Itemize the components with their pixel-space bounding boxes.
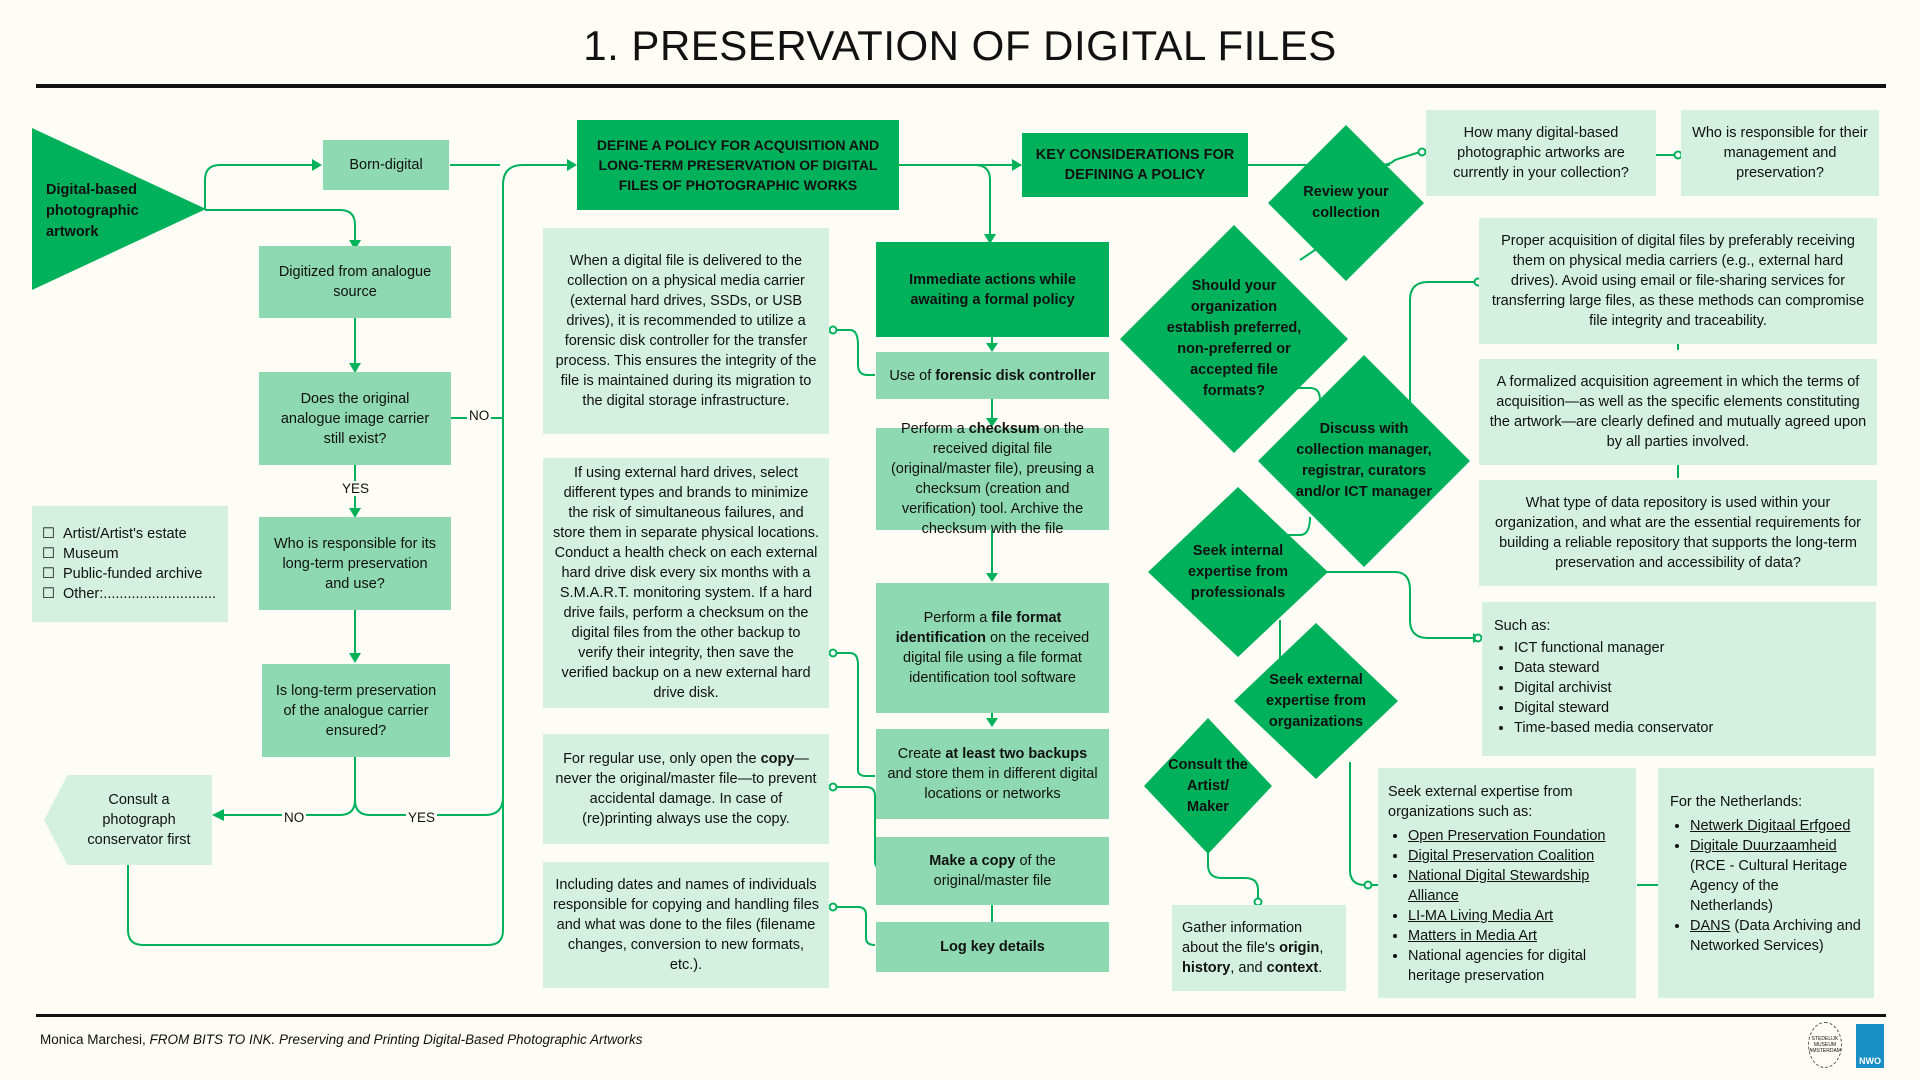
edge-label-yes-2: YES xyxy=(406,810,438,825)
owner-option[interactable]: Other:............................ xyxy=(42,584,216,604)
discuss-diamond: Discuss with collection manager, registr… xyxy=(1258,355,1470,567)
title-rule xyxy=(36,84,1886,88)
key-considerations-node: KEY CONSIDERATIONS FOR DEFINING A POLICY xyxy=(1022,133,1248,197)
role-item: Digital steward xyxy=(1514,698,1713,718)
backups-step: Create at least two backups and store th… xyxy=(876,729,1109,819)
digitized-node: Digitized from analogue source xyxy=(259,246,451,318)
owner-option[interactable]: Public-funded archive xyxy=(42,564,216,584)
acquisition-note: Proper acquisition of digital files by p… xyxy=(1479,218,1877,344)
owner-option[interactable]: Museum xyxy=(42,544,216,564)
footer-rule xyxy=(36,1014,1886,1017)
external-org-item: Open Preservation Foundation xyxy=(1408,826,1626,846)
role-item: Data steward xyxy=(1514,658,1713,678)
nwo-logo: NWO xyxy=(1856,1024,1884,1068)
external-expertise-diamond: Seek external expertise from organizatio… xyxy=(1234,623,1398,779)
make-copy-step: Make a copy of the original/master file xyxy=(876,837,1109,905)
footer-credit: Monica Marchesi, FROM BITS TO INK. Prese… xyxy=(40,1032,643,1047)
role-item: Time-based media conservator xyxy=(1514,718,1713,738)
role-item: ICT functional manager xyxy=(1514,638,1713,658)
link-digitale-duurzaamheid[interactable]: Digitale Duurzaamheid xyxy=(1690,838,1837,854)
page-title: 1. PRESERVATION OF DIGITAL FILES xyxy=(583,22,1337,69)
drives-note: If using external hard drives, select di… xyxy=(543,458,829,708)
role-item: Digital archivist xyxy=(1514,678,1713,698)
born-digital-node: Born-digital xyxy=(323,140,449,190)
log-key-details-step: Log key details xyxy=(876,922,1109,972)
link-netwerk-digitaal-erfgoed[interactable]: Netwerk Digitaal Erfgoed xyxy=(1690,818,1851,834)
forensic-note: When a digital file is delivered to the … xyxy=(543,228,829,434)
checksum-step: Perform a checksum on the received digit… xyxy=(876,421,1109,537)
forensic-disk-controller-step: Use of forensic disk controller xyxy=(876,352,1109,399)
review-collection-diamond: Review your collection xyxy=(1268,125,1424,281)
external-org-link[interactable]: Open Preservation Foundation xyxy=(1408,828,1606,844)
responsible-question: Who is responsible for its long-term pre… xyxy=(259,517,451,610)
edge-label-yes: YES xyxy=(340,481,372,496)
how-many-question: How many digital-based photographic artw… xyxy=(1426,110,1656,196)
define-policy-node: DEFINE A POLICY FOR ACQUISITION AND LONG… xyxy=(577,120,899,210)
external-org-link[interactable]: Digital Preservation Coalition xyxy=(1408,848,1595,864)
start-node: Digital-based photographic artwork xyxy=(32,128,206,290)
consult-artist-diamond: Consult the Artist/ Maker xyxy=(1144,718,1272,854)
log-note: Including dates and names of individuals… xyxy=(543,862,829,988)
external-org-item: LI-MA Living Media Art xyxy=(1408,906,1626,926)
consult-conservator-node: Consult a photograph conservator first xyxy=(44,775,212,865)
stedelijk-logo: STEDELIJK MUSEUM AMSTERDAM xyxy=(1808,1022,1842,1068)
external-org-link[interactable]: LI-MA Living Media Art xyxy=(1408,908,1554,924)
edge-label-no-2: NO xyxy=(282,810,307,825)
internal-expertise-diamond: Seek internal expertise from professiona… xyxy=(1148,487,1328,657)
external-org-item: National Digital Stewardship Alliance xyxy=(1408,866,1626,906)
who-responsible-question: Who is responsible for their management … xyxy=(1681,110,1879,196)
owner-options-list: Artist/Artist's estateMuseumPublic-funde… xyxy=(32,506,228,622)
netherlands-list: For the Netherlands: Netwerk Digitaal Er… xyxy=(1658,768,1874,998)
agreement-note: A formalized acquisition agreement in wh… xyxy=(1479,359,1877,465)
external-org-item: Digital Preservation Coalition xyxy=(1408,846,1626,866)
carrier-exists-question: Does the original analogue image carrier… xyxy=(259,372,451,465)
gather-information-note: Gather information about the file's orig… xyxy=(1172,905,1346,991)
file-format-step: Perform a file format identification on … xyxy=(876,583,1109,713)
external-orgs-list: Seek external expertise from organizatio… xyxy=(1378,768,1636,998)
external-org-link[interactable]: National Digital Stewardship Alliance xyxy=(1408,868,1590,904)
external-org-item: National agencies for digital heritage p… xyxy=(1408,946,1626,986)
ensured-question: Is long-term preservation of the analogu… xyxy=(262,664,450,757)
external-org-link[interactable]: Matters in Media Art xyxy=(1408,928,1537,944)
external-org-item: Matters in Media Art xyxy=(1408,926,1626,946)
owner-option[interactable]: Artist/Artist's estate xyxy=(42,524,216,544)
roles-list: Such as: ICT functional managerData stew… xyxy=(1482,602,1876,756)
immediate-actions-node: Immediate actions while awaiting a forma… xyxy=(876,242,1109,337)
repository-question: What type of data repository is used wit… xyxy=(1479,480,1877,586)
edge-label-no: NO xyxy=(467,408,492,423)
link-dans[interactable]: DANS xyxy=(1690,918,1731,934)
copy-note: For regular use, only open the copy—neve… xyxy=(543,734,829,844)
